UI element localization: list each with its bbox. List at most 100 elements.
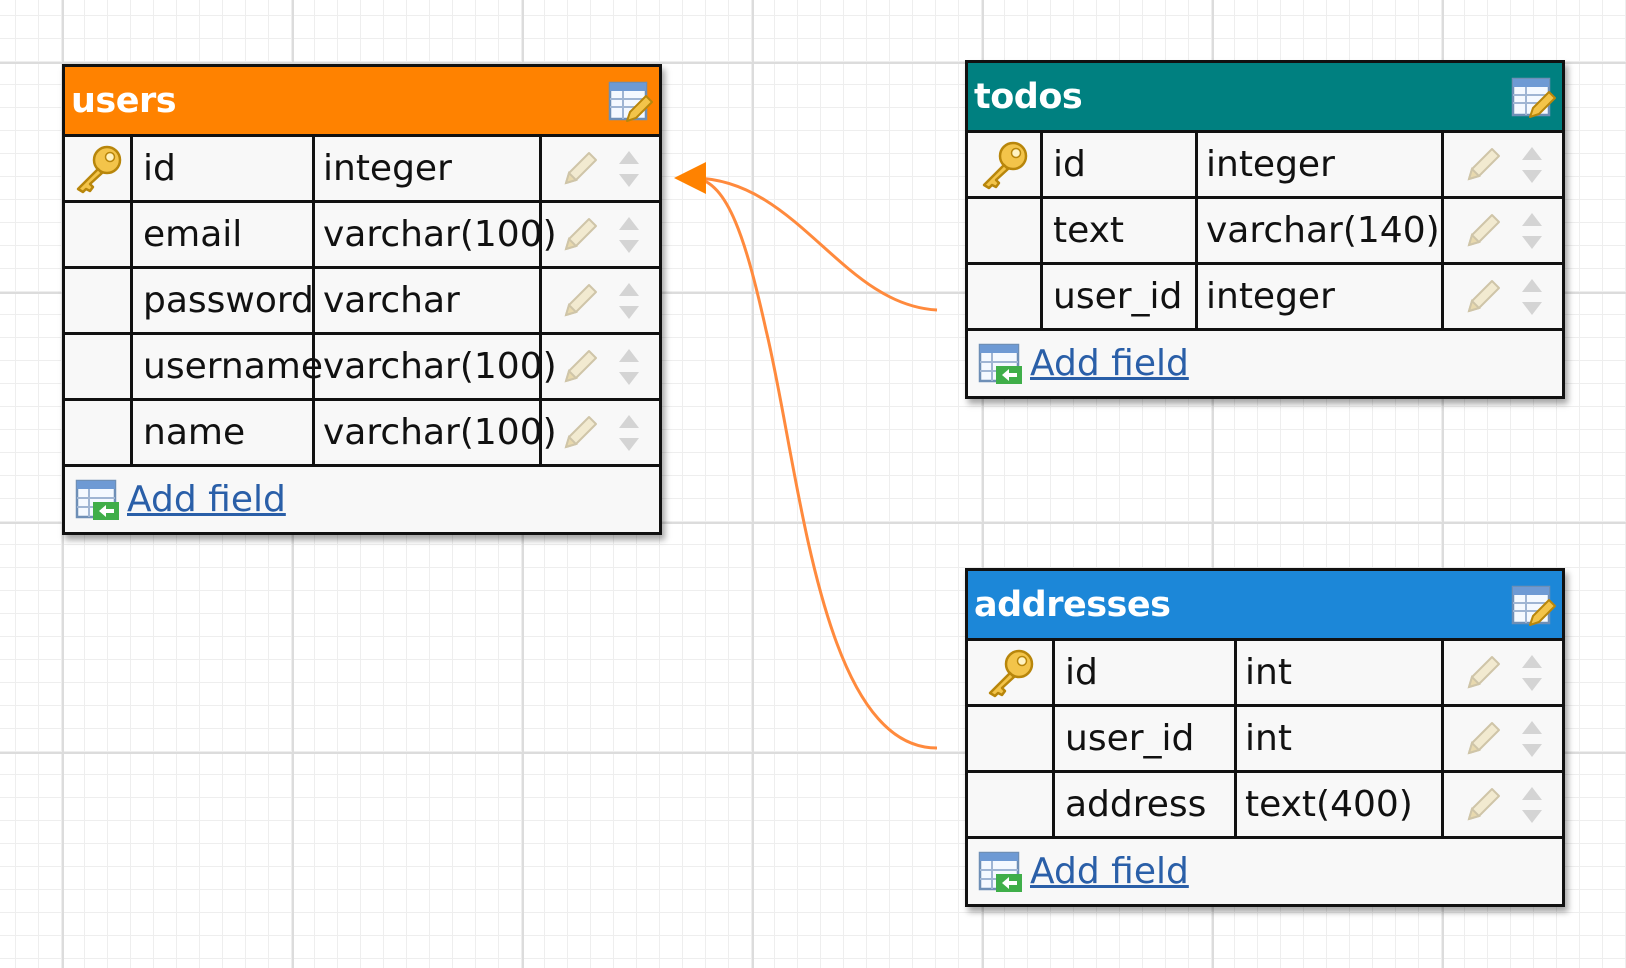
reorder-arrows-icon[interactable] bbox=[617, 346, 641, 388]
field-actions bbox=[1444, 133, 1562, 196]
field-name[interactable]: user_id bbox=[1043, 265, 1198, 328]
reorder-arrows-icon[interactable] bbox=[1520, 144, 1544, 186]
edit-field-pencil-icon[interactable] bbox=[1463, 719, 1503, 759]
edit-field-pencil-icon[interactable] bbox=[560, 413, 600, 453]
edit-field-pencil-icon[interactable] bbox=[560, 281, 600, 321]
primary-key-icon bbox=[71, 144, 125, 194]
key-cell bbox=[65, 269, 133, 332]
primary-key-icon bbox=[977, 140, 1031, 190]
field-type[interactable]: integer bbox=[1198, 265, 1444, 328]
reorder-arrows-icon[interactable] bbox=[1520, 652, 1544, 694]
table-header[interactable]: todos bbox=[968, 63, 1562, 130]
key-cell bbox=[968, 265, 1043, 328]
relation-arrowhead bbox=[674, 162, 706, 194]
edit-field-pencil-icon[interactable] bbox=[560, 347, 600, 387]
table-header[interactable]: users bbox=[65, 67, 659, 134]
field-name[interactable]: text bbox=[1043, 199, 1198, 262]
edit-table-icon[interactable] bbox=[607, 79, 653, 134]
table-name: users bbox=[71, 80, 177, 121]
table-header[interactable]: addresses bbox=[968, 571, 1562, 638]
edit-field-pencil-icon[interactable] bbox=[560, 215, 600, 255]
field-actions bbox=[1444, 707, 1562, 770]
add-field-link[interactable]: Add field bbox=[1030, 851, 1189, 892]
field-actions bbox=[542, 335, 659, 398]
field-type[interactable]: varchar(100) bbox=[315, 335, 557, 398]
field-type[interactable]: int bbox=[1237, 707, 1444, 770]
reorder-arrows-icon[interactable] bbox=[1520, 718, 1544, 760]
edit-field-pencil-icon[interactable] bbox=[560, 149, 600, 189]
field-type[interactable]: integer bbox=[315, 137, 542, 200]
key-cell bbox=[65, 137, 133, 200]
relation-line-todos-users[interactable] bbox=[694, 176, 938, 312]
field-type[interactable]: text(400) bbox=[1237, 773, 1444, 836]
edit-field-pencil-icon[interactable] bbox=[1463, 653, 1503, 693]
relation-line-addresses-users[interactable] bbox=[694, 176, 938, 750]
field-name[interactable]: password bbox=[133, 269, 315, 332]
field-actions bbox=[1444, 773, 1562, 836]
field-actions bbox=[1444, 265, 1562, 328]
edit-field-pencil-icon[interactable] bbox=[1463, 277, 1503, 317]
add-field-icon[interactable] bbox=[978, 342, 1024, 386]
reorder-arrows-icon[interactable] bbox=[617, 412, 641, 454]
add-field-row: Add field bbox=[968, 328, 1562, 396]
field-name[interactable]: email bbox=[133, 203, 315, 266]
field-name[interactable]: id bbox=[133, 137, 315, 200]
edit-field-pencil-icon[interactable] bbox=[1463, 145, 1503, 185]
edit-table-icon[interactable] bbox=[1510, 583, 1556, 638]
reorder-arrows-icon[interactable] bbox=[617, 214, 641, 256]
key-cell bbox=[968, 641, 1055, 704]
field-type[interactable]: integer bbox=[1198, 133, 1444, 196]
primary-key-icon bbox=[983, 648, 1037, 698]
add-field-link[interactable]: Add field bbox=[127, 479, 286, 520]
key-cell bbox=[65, 203, 133, 266]
field-name[interactable]: address bbox=[1055, 773, 1237, 836]
key-cell bbox=[968, 199, 1043, 262]
add-field-link[interactable]: Add field bbox=[1030, 343, 1189, 384]
reorder-arrows-icon[interactable] bbox=[1520, 276, 1544, 318]
field-type[interactable]: varchar(140) bbox=[1198, 199, 1444, 262]
field-name[interactable]: id bbox=[1043, 133, 1198, 196]
table-name: todos bbox=[974, 76, 1083, 117]
edit-field-pencil-icon[interactable] bbox=[1463, 785, 1503, 825]
field-type[interactable]: varchar bbox=[315, 269, 542, 332]
field-actions bbox=[1444, 641, 1562, 704]
reorder-arrows-icon[interactable] bbox=[1520, 210, 1544, 252]
reorder-arrows-icon[interactable] bbox=[1520, 784, 1544, 826]
field-type[interactable]: varchar(100) bbox=[315, 203, 557, 266]
field-name[interactable]: id bbox=[1055, 641, 1237, 704]
field-name[interactable]: username bbox=[133, 335, 323, 398]
field-actions bbox=[542, 401, 659, 464]
table-name: addresses bbox=[974, 584, 1171, 625]
field-name[interactable]: user_id bbox=[1055, 707, 1237, 770]
key-cell bbox=[65, 335, 133, 398]
reorder-arrows-icon[interactable] bbox=[617, 280, 641, 322]
field-actions bbox=[542, 269, 659, 332]
edit-field-pencil-icon[interactable] bbox=[1463, 211, 1503, 251]
add-field-icon[interactable] bbox=[978, 850, 1024, 894]
edit-table-icon[interactable] bbox=[1510, 75, 1556, 130]
reorder-arrows-icon[interactable] bbox=[617, 148, 641, 190]
field-name[interactable]: name bbox=[133, 401, 315, 464]
field-type[interactable]: varchar(100) bbox=[315, 401, 557, 464]
field-type[interactable]: int bbox=[1237, 641, 1444, 704]
add-field-icon[interactable] bbox=[75, 478, 121, 522]
